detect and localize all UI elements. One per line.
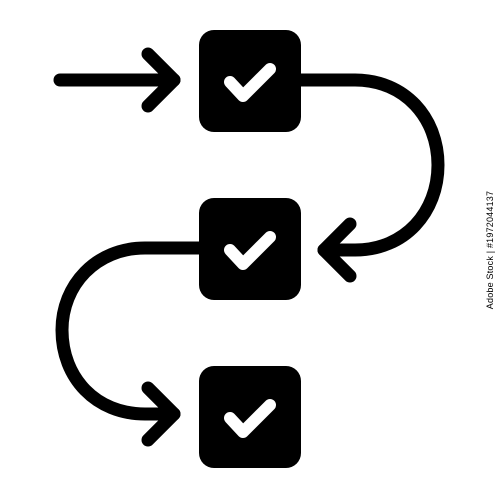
- checkmark-icon: [224, 231, 276, 270]
- connector-arrow-1-icon: [293, 73, 445, 283]
- connector-arrow-2-icon: [55, 241, 207, 447]
- checkmark-icon: [224, 399, 276, 438]
- step-box-1: [199, 30, 301, 132]
- entry-arrow-icon: [53, 47, 181, 113]
- step-box-2: [199, 198, 301, 300]
- checkmark-icon: [224, 63, 276, 102]
- step-box-3: [199, 366, 301, 468]
- stock-id-watermark: Adobe Stock | #1972044137: [485, 190, 495, 310]
